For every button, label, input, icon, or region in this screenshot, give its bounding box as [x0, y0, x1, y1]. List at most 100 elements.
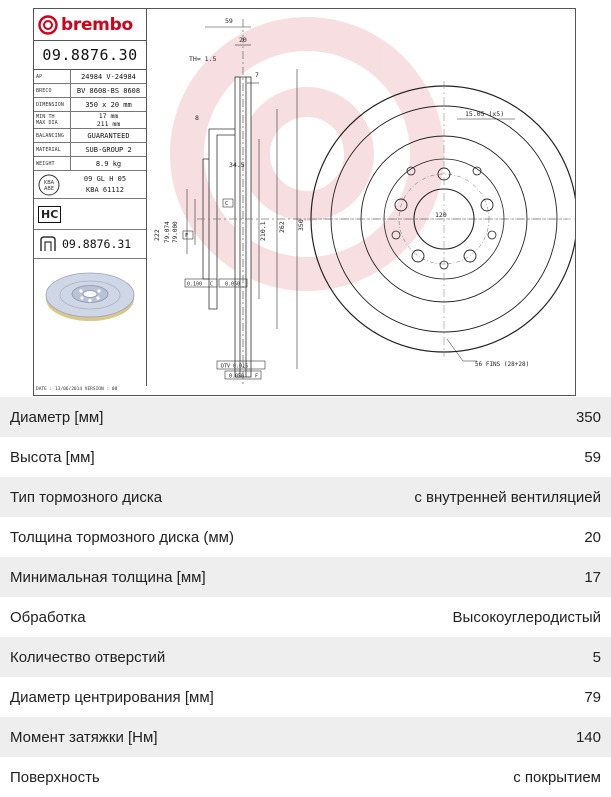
spec-key: MATERIAL	[34, 142, 71, 157]
spec-label: Диаметр центрирования [мм]	[10, 688, 214, 706]
min-th-label: MIN TH	[36, 114, 55, 120]
dim-210-1: 210.1	[259, 221, 267, 241]
alt-part-number: 09.8876.31	[62, 237, 132, 251]
spec-value: GUARANTEED	[70, 128, 146, 143]
spec-row-holes: Количество отверстий 5	[0, 637, 611, 677]
min-th-value: 17 mm	[98, 112, 119, 120]
tol-0-100-datum: C	[210, 282, 213, 288]
hc-badge: HC	[38, 205, 62, 223]
tol-0-050: 0.050	[225, 282, 240, 288]
spec-row-breco: BRECO BV 8608-BS 8608	[34, 83, 146, 98]
hc-row: HC	[34, 199, 146, 230]
spec-value: с покрытием	[513, 768, 601, 786]
spec-value: BV 8608-BS 8608	[70, 83, 146, 98]
spec-row-diameter: Диаметр [мм] 350	[0, 397, 611, 437]
tol-0-100: 0.100	[187, 282, 202, 288]
dim-holes: 15.05 (x5)	[465, 110, 504, 118]
dim-20: 20	[239, 36, 247, 44]
spec-row-centering-diameter: Диаметр центрирования [мм] 79	[0, 677, 611, 717]
max-dia-label: MAX DIA	[36, 120, 58, 126]
dimension-labels: 59 20 7 TH= 1.5 8 34.5 C F 222 79.074 79…	[153, 17, 305, 380]
spec-key: AP	[34, 70, 71, 84]
spec-label: Поверхность	[10, 768, 100, 786]
spec-row-dimension: DIMENSION 350 x 20 mm	[34, 97, 146, 112]
cert-line-1: 09 GL H 05	[83, 174, 127, 183]
technical-drawing-sheet: brembo 09.8876.30 AP 24984 V-24984 BRECO…	[0, 0, 611, 397]
abe-text: ABE	[44, 186, 54, 192]
dim-59: 59	[225, 17, 233, 25]
spec-label: Минимальная толщина [мм]	[10, 568, 206, 586]
spec-label: Момент затяжки [Нм]	[10, 728, 158, 746]
spec-label: Высота [мм]	[10, 448, 95, 466]
brembo-disc-icon	[38, 14, 58, 35]
spec-label: Толщина тормозного диска (мм)	[10, 528, 234, 546]
dim-79-074: 79.074	[164, 221, 171, 243]
dim-79-000: 79.000	[172, 221, 179, 243]
spec-value: 17 mm 211 mm	[70, 111, 146, 129]
dim-350: 350	[297, 219, 305, 231]
spec-value: 79	[584, 688, 601, 706]
spec-row-ap: AP 24984 V-24984	[34, 70, 146, 84]
disc-product-image	[34, 259, 146, 331]
spec-row-height: Высота [мм] 59	[0, 437, 611, 477]
spec-value: SUB-GROUP 2	[70, 142, 146, 157]
spec-value: Высокоуглеродистый	[452, 608, 601, 626]
disc-cross-section	[197, 19, 567, 387]
spec-row-thickness: Толщина тормозного диска (мм) 20	[0, 517, 611, 557]
brand-name: brembo	[61, 14, 133, 35]
dim-fins: 56 FINS (28+28)	[475, 361, 529, 368]
dimension-lines	[182, 26, 298, 380]
brembo-watermark	[170, 17, 444, 291]
spec-value: 20	[584, 528, 601, 546]
front-view-labels: 15.05 (x5) 120 56 FINS (28+28)	[435, 110, 529, 368]
kba-abe-icon: KBA ABE	[34, 174, 64, 196]
spec-key: BRECO	[34, 83, 71, 98]
spec-value: 8.9 kg	[70, 156, 146, 171]
disc-front-view	[307, 81, 575, 362]
dim-8: 8	[195, 114, 199, 122]
spec-label: Обработка	[10, 608, 86, 626]
dim-262: 262	[278, 221, 286, 233]
spec-row-torque: Момент затяжки [Нм] 140	[0, 717, 611, 757]
certification-row: KBA ABE 09 GL H 05 KBA 61112	[34, 171, 146, 199]
drawing-frame	[33, 8, 576, 396]
spec-row-min-max: MIN TH MAX DIA 17 mm 211 mm	[34, 111, 146, 129]
dim-th: TH= 1.5	[189, 55, 216, 63]
max-dia-value: 211 mm	[96, 120, 121, 128]
spec-value: с внутренней вентиляцией	[414, 488, 601, 506]
drawing-spec-table: AP 24984 V-24984 BRECO BV 8608-BS 8608 D…	[34, 70, 146, 171]
spec-value: 59	[584, 448, 601, 466]
dim-7: 7	[255, 71, 259, 79]
alternative-part-row: 09.8876.31	[34, 230, 146, 259]
tol-dtv: DTV 0.015	[221, 364, 248, 370]
brembo-logo: brembo	[38, 15, 133, 35]
spec-value: 350	[575, 408, 601, 426]
spec-row-material: MATERIAL SUB-GROUP 2	[34, 142, 146, 157]
spec-value: 350 x 20 mm	[70, 97, 146, 112]
info-column: brembo 09.8876.30 AP 24984 V-24984 BRECO…	[34, 9, 147, 386]
spec-key: BALANCING	[34, 128, 71, 143]
date-version-line: DATE : 13/06/2014 VERSION : 00	[36, 387, 118, 392]
dim-222: 222	[153, 229, 161, 241]
spec-label: Тип тормозного диска	[10, 488, 163, 506]
spec-key: DIMENSION	[34, 97, 71, 112]
brake-disc-icon	[45, 272, 135, 321]
spec-value: 17	[584, 568, 601, 586]
spec-label: Диаметр [мм]	[10, 408, 104, 426]
dim-34-5: 34.5	[229, 161, 245, 169]
spec-row-min-thickness: Минимальная толщина [мм] 17	[0, 557, 611, 597]
tol-0-050-f: 0.050	[229, 374, 244, 380]
spec-label: Количество отверстий	[10, 648, 166, 666]
spec-value: 5	[592, 648, 601, 666]
spec-value: 140	[575, 728, 601, 746]
datum-c: C	[225, 201, 228, 207]
spec-row-disc-type: Тип тормозного диска с внутренней вентил…	[0, 477, 611, 517]
spec-value: 24984 V-24984	[70, 70, 146, 84]
spec-row-surface: Поверхность с покрытием	[0, 757, 611, 797]
part-number: 09.8876.30	[34, 41, 146, 70]
spec-key: WEIGHT	[34, 156, 71, 171]
dim-pcd: 120	[435, 211, 447, 219]
tol-datum-f: F	[255, 374, 258, 380]
spec-key: MIN TH MAX DIA	[34, 111, 71, 129]
spec-row-processing: Обработка Высокоуглеродистый	[0, 597, 611, 637]
